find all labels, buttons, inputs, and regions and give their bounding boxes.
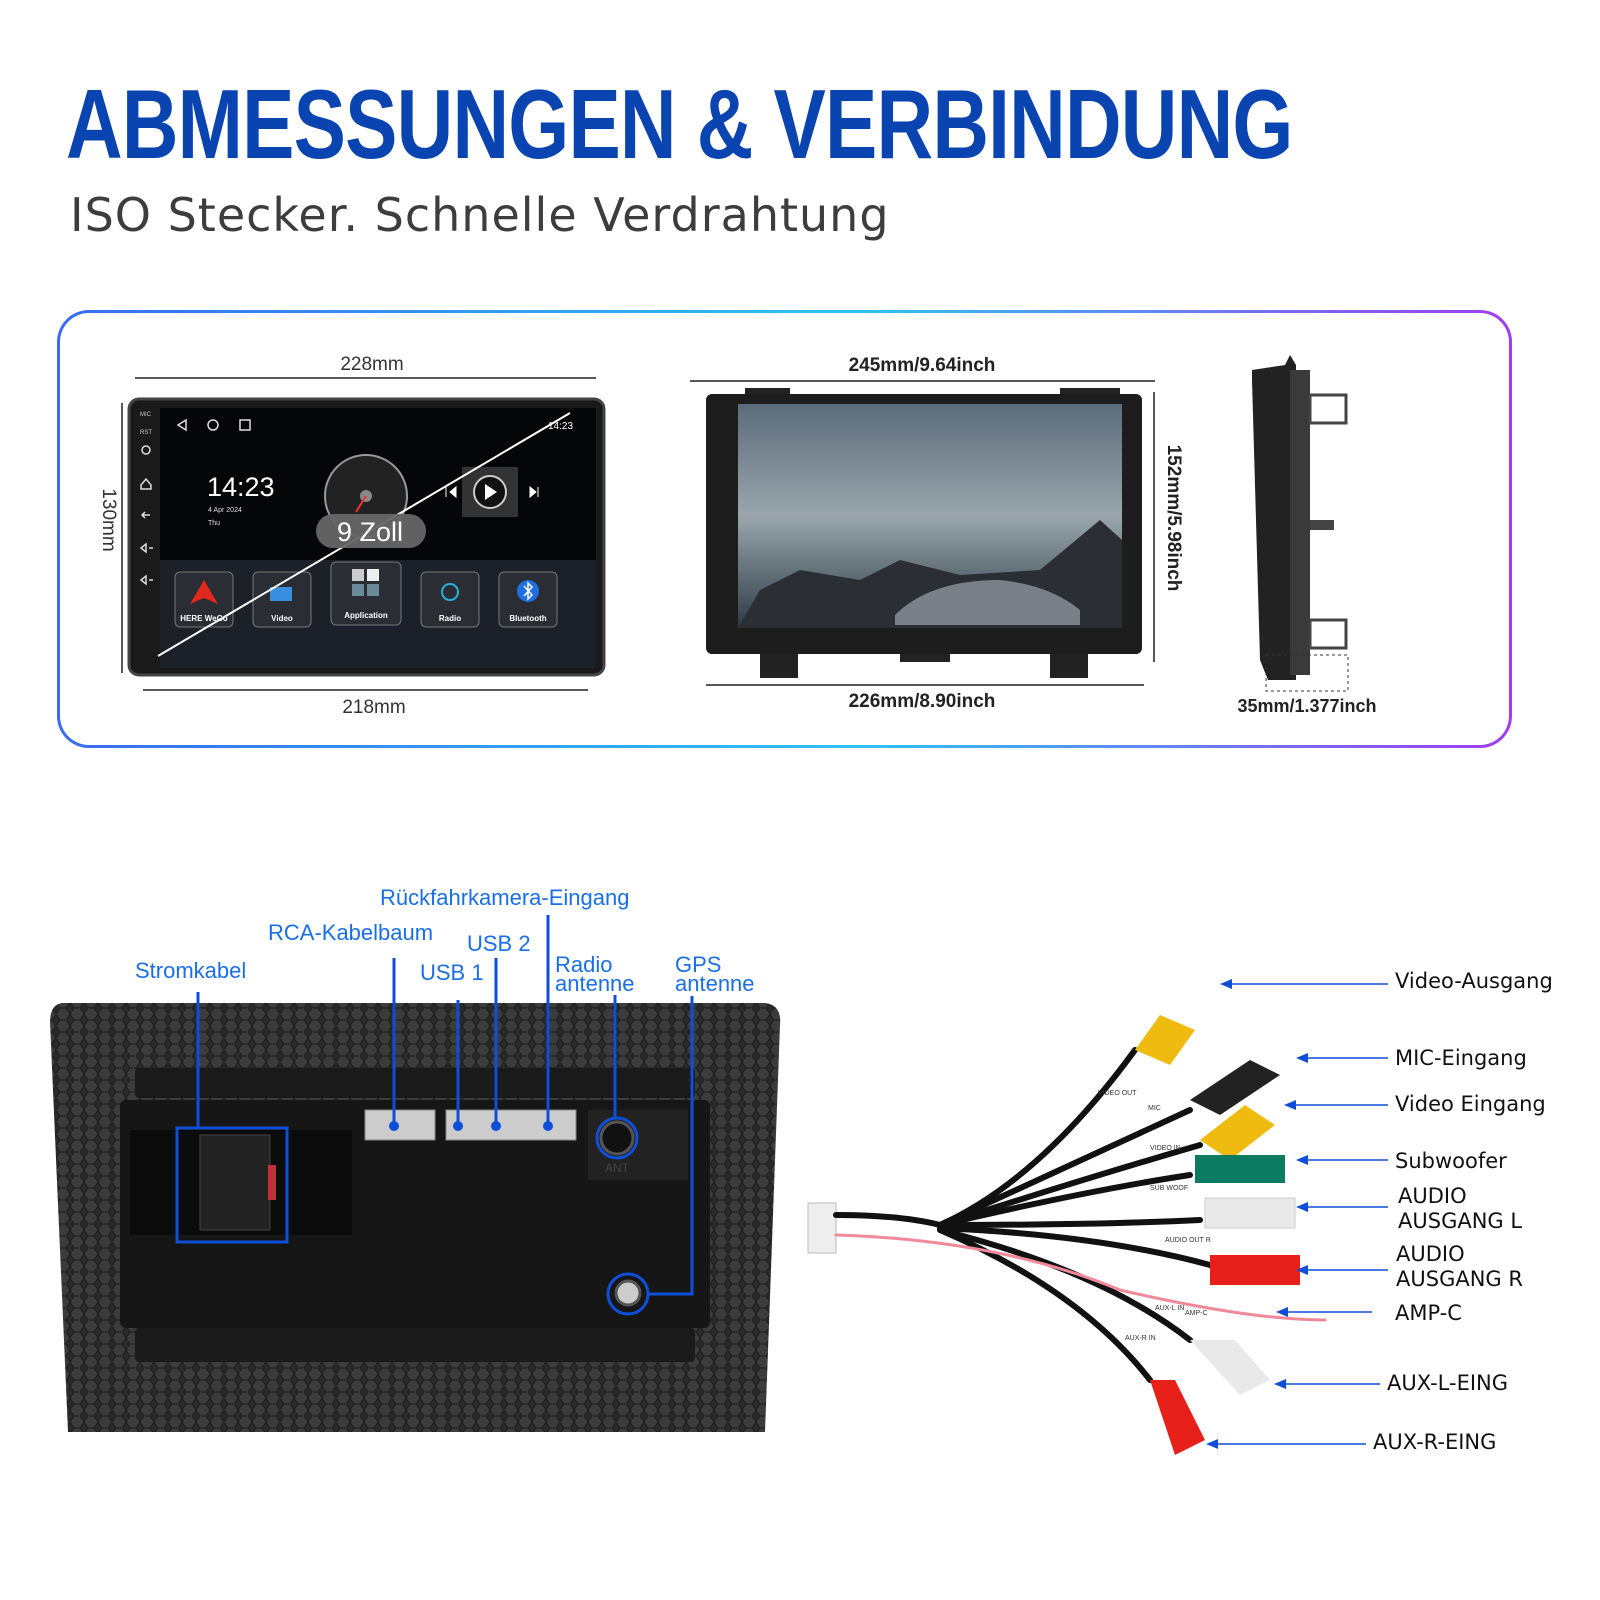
label-aux-l: AUX-L-EING	[1387, 1371, 1508, 1395]
back-panel: ANT	[50, 1003, 781, 1432]
svg-text:ANT: ANT	[605, 1161, 630, 1175]
svg-text:Bluetooth[interactable]: Bluetooth	[509, 614, 546, 623]
vol-down-icon	[139, 574, 153, 586]
tag-video-in: VIDEO IN	[1150, 1145, 1181, 1152]
rca-cable-harness	[807, 1015, 1327, 1455]
power-icon	[141, 445, 151, 455]
page-title: ABMESSUNGEN & VERBINDUNG	[66, 69, 1293, 179]
svg-text:Radio[interactable]: Radio	[439, 614, 461, 623]
label-aux-r: AUX-R-EING	[1373, 1430, 1496, 1454]
rst-label: RST	[140, 430, 152, 436]
label-audio-r-1: AUDIO	[1396, 1242, 1465, 1266]
label-audio-r-2: AUSGANG R	[1396, 1267, 1523, 1291]
clock: 14:23	[207, 472, 275, 502]
depth-label: 35mm/1.377inch	[1237, 696, 1376, 716]
next-icon	[529, 485, 539, 499]
label-audio-l-2: AUSGANG L	[1398, 1209, 1522, 1233]
app-application[interactable]: Application	[330, 561, 402, 626]
svg-text:HERE WeGo[interactable]: HERE WeGo	[180, 614, 228, 623]
label-subwoofer: Subwoofer	[1395, 1149, 1507, 1173]
back-panel-callouts	[175, 915, 694, 1316]
label-mic-in: MIC-Eingang	[1395, 1046, 1527, 1070]
usb1-label: USB 1	[420, 960, 484, 985]
label-video-out: Video-Ausgang	[1395, 969, 1553, 993]
app-here-wego[interactable]: HERE WeGo	[174, 571, 234, 628]
frame-width-bottom: 226mm/8.90inch	[849, 691, 996, 712]
power-cable-label: Stromkabel	[135, 958, 246, 983]
gps-antenna-label-2: antenne	[675, 971, 755, 996]
status-time: 14:23	[548, 421, 573, 432]
rear-camera-label: Rückfahrkamera-Eingang	[380, 885, 629, 910]
tag-sub-woof: SUB WOOF	[1150, 1185, 1188, 1192]
tag-audio-out-r: AUDIO OUT R	[1165, 1237, 1211, 1244]
tag-aux-r-in: AUX-R IN	[1125, 1335, 1156, 1342]
label-amp-c: AMP-C	[1395, 1301, 1462, 1325]
front-width-top: 228mm	[340, 354, 403, 375]
cable-tags: VIDEO OUT MIC VIDEO IN SUB WOOF AUDIO OU…	[1098, 1090, 1211, 1342]
label-video-in: Video Eingang	[1395, 1092, 1546, 1116]
app-bluetooth[interactable]: Bluetooth	[498, 571, 558, 628]
frame-unit: 245mm/9.64inch 226mm/8.90inch 152mm/5.98…	[690, 355, 1184, 712]
front-width-bottom: 218mm	[342, 697, 405, 718]
bluetooth-icon[interactable]	[523, 581, 534, 601]
svg-text:Application[interactable]: Application	[344, 611, 388, 620]
app-radio[interactable]: Radio	[420, 571, 480, 628]
vol-up-icon	[139, 542, 153, 554]
date: 4 Apr 2024	[208, 507, 242, 514]
home-icon	[140, 477, 152, 490]
app-video[interactable]: Video	[252, 571, 312, 628]
tag-mic: MIC	[1148, 1105, 1161, 1112]
day: Thu	[208, 520, 220, 527]
prev-icon	[445, 485, 457, 499]
svg-text:Video[interactable]: Video	[271, 614, 293, 623]
screen-size-badge: 9 Zoll	[337, 517, 403, 547]
label-audio-l-1: AUDIO	[1398, 1184, 1467, 1208]
cable-callout-arrows	[1210, 983, 1388, 1445]
side-profile: 35mm/1.377inch	[1237, 355, 1377, 716]
car-image	[895, 580, 1080, 625]
tag-video-out: VIDEO OUT	[1098, 1090, 1137, 1097]
back-icon	[140, 511, 150, 519]
gps-antenna-label-1: GPS	[675, 952, 721, 977]
front-unit: 228mm 218mm 130mm MIC RST 14:23 14:23 4 …	[98, 354, 606, 718]
page-subtitle: ISO Stecker. Schnelle Verdrahtung	[70, 188, 890, 242]
tag-aux-l-in: AUX-L IN	[1155, 1305, 1184, 1312]
frame-height: 152mm/5.98inch	[1163, 445, 1184, 592]
gps-antenna-port	[614, 1279, 642, 1307]
tag-amp-c: AMP-C	[1185, 1310, 1208, 1317]
mic-label: MIC	[140, 412, 152, 418]
radio-antenna-label-1: Radio	[555, 952, 612, 977]
radio-antenna-port	[599, 1120, 635, 1156]
frame-width-top: 245mm/9.64inch	[849, 355, 996, 376]
radio-antenna-label-2: antenne	[555, 971, 635, 996]
front-height: 130mm	[98, 488, 119, 551]
nav-home-icon	[207, 419, 219, 431]
nav-recents-icon	[239, 419, 251, 431]
rca-harness-label: RCA-Kabelbaum	[268, 920, 433, 945]
nav-back-icon	[176, 418, 187, 432]
usb2-label: USB 2	[467, 931, 531, 956]
